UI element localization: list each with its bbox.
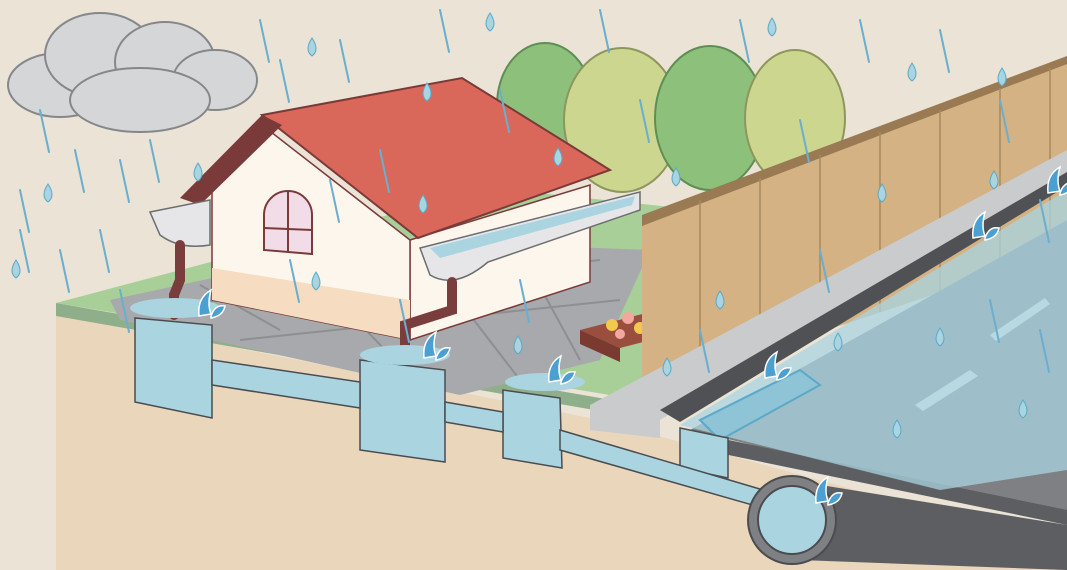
window <box>264 191 312 254</box>
catch-basin-1 <box>135 318 212 418</box>
catch-basin-2 <box>360 360 445 462</box>
catch-basin-3 <box>503 390 562 468</box>
